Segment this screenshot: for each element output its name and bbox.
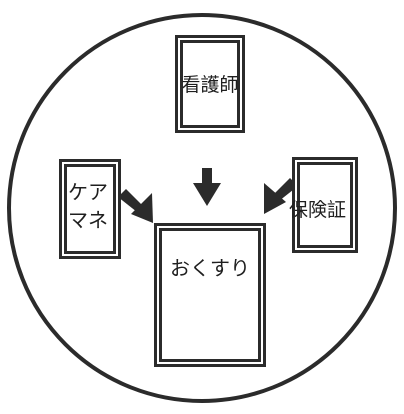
nurse-card bbox=[178, 38, 242, 130]
medicine-card bbox=[157, 226, 263, 364]
outer-circle bbox=[7, 13, 397, 403]
care-manager-label-line1: ケア bbox=[68, 180, 108, 204]
care-manager-card bbox=[62, 162, 118, 256]
arrow-down-icon bbox=[193, 168, 221, 206]
medicine-label: おくすり bbox=[170, 256, 250, 280]
care-manager-label-line2: マネ bbox=[68, 208, 108, 232]
insurance-card bbox=[295, 160, 355, 250]
arrow-down-right-icon bbox=[118, 189, 153, 223]
insurance-label: 保険証 bbox=[289, 199, 347, 221]
arrow-down-left-icon bbox=[264, 178, 298, 214]
nurse-label: 看護師 bbox=[181, 74, 239, 96]
